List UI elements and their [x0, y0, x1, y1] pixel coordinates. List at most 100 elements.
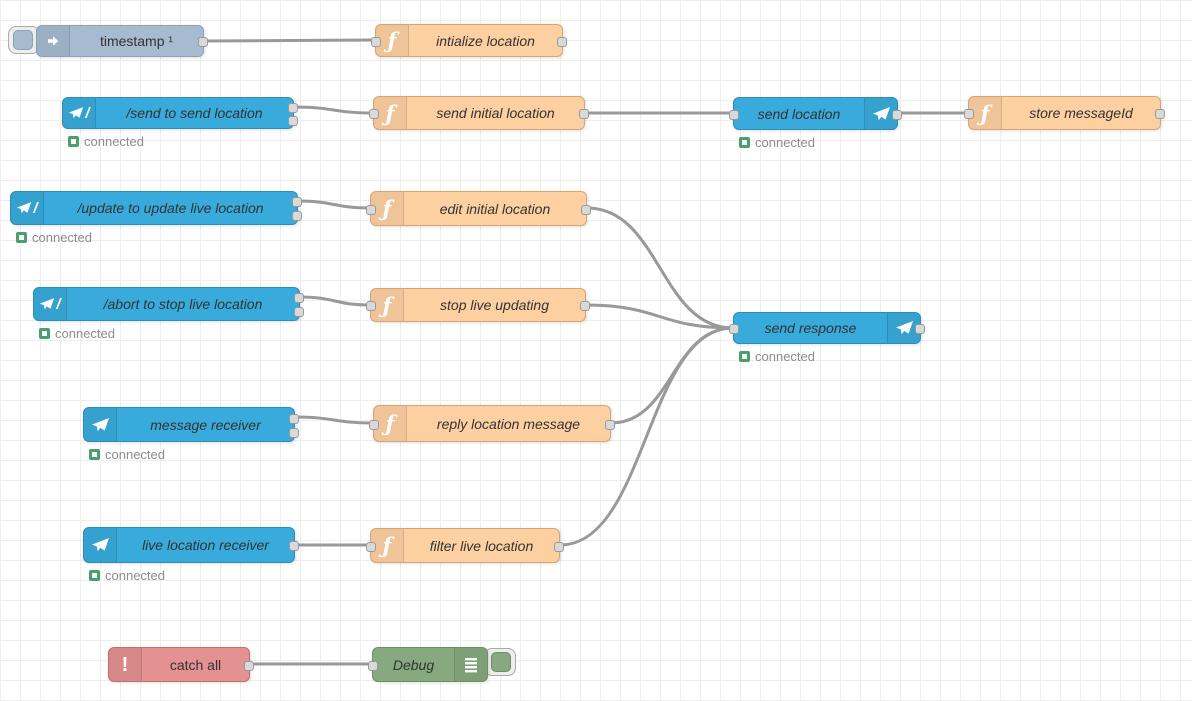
function-icon: ƒ — [382, 196, 392, 221]
node-fn-send-initial-location[interactable]: ƒ send initial location — [369, 96, 589, 130]
output-port-1[interactable] — [605, 419, 615, 430]
output-port-1[interactable] — [1155, 109, 1165, 119]
node-icon-section — [887, 313, 920, 343]
output-port-1[interactable] — [288, 102, 298, 113]
output-port-1[interactable] — [580, 301, 590, 311]
output-port-2[interactable] — [294, 307, 304, 318]
function-icon: ƒ — [382, 292, 392, 318]
node-status: connected — [739, 349, 815, 364]
node-tg-send-response[interactable]: send response — [729, 312, 925, 344]
node-label: intialize location — [436, 32, 535, 49]
button-inner-square[interactable] — [491, 652, 511, 672]
output-port-1[interactable] — [289, 413, 299, 424]
command-slash-icon: / — [85, 104, 90, 122]
input-port[interactable] — [369, 109, 379, 119]
output-port-1[interactable] — [579, 109, 589, 119]
status-text: connected — [32, 230, 92, 245]
wire[interactable] — [298, 295, 372, 307]
node-icon-section: / — [11, 192, 44, 224]
node-label: /update to update live location — [77, 200, 264, 216]
wire[interactable] — [202, 38, 377, 43]
output-port-1[interactable] — [294, 293, 304, 304]
node-fn-initialize-location[interactable]: ƒ intialize location — [371, 24, 567, 57]
node-fn-stop-live-updating[interactable]: ƒ stop live updating — [366, 288, 590, 322]
node-status: connected — [89, 447, 165, 462]
wire[interactable] — [293, 415, 375, 425]
output-port-1[interactable] — [554, 541, 564, 552]
node-label: store messageId — [1029, 105, 1133, 121]
node-tg-live-location-receiver[interactable]: live location receiver — [83, 527, 299, 563]
node-label: /send to send location — [126, 105, 263, 121]
input-port[interactable] — [729, 109, 739, 120]
node-icon-section — [864, 98, 897, 129]
input-port[interactable] — [369, 419, 379, 430]
node-status: connected — [89, 568, 165, 583]
output-port-1[interactable] — [892, 109, 902, 120]
node-inject-timestamp[interactable]: timestamp ¹ — [36, 25, 208, 57]
node-icon-section: ƒ — [374, 97, 407, 129]
node-icon-section — [454, 648, 487, 681]
debug-toggle-button[interactable] — [484, 648, 516, 676]
output-port-1[interactable] — [244, 660, 254, 671]
status-text: connected — [105, 447, 165, 462]
node-label: send initial location — [436, 105, 555, 121]
output-port-1[interactable] — [198, 37, 208, 47]
inject-arrow-icon — [48, 36, 59, 46]
input-port[interactable] — [366, 301, 376, 311]
telegram-plane-icon — [17, 202, 32, 214]
node-status: connected — [68, 134, 144, 149]
node-icon-section: / — [34, 288, 67, 320]
wire[interactable] — [558, 326, 735, 547]
output-port-1[interactable] — [292, 197, 302, 208]
node-tg-message-receiver[interactable]: message receiver — [83, 407, 299, 442]
node-icon-section: ƒ — [376, 25, 409, 56]
status-connected-icon — [39, 328, 50, 339]
status-text: connected — [755, 135, 815, 150]
output-port-1[interactable] — [581, 204, 591, 215]
node-label: timestamp ¹ — [99, 33, 174, 49]
telegram-plane-icon — [872, 106, 890, 120]
node-icon-section: ƒ — [371, 289, 404, 321]
input-port[interactable] — [368, 660, 378, 671]
wire[interactable] — [584, 303, 735, 330]
output-port-2[interactable] — [289, 428, 299, 439]
telegram-plane-icon — [69, 107, 84, 119]
node-tg-send-location[interactable]: send location — [729, 97, 902, 130]
status-text: connected — [84, 134, 144, 149]
node-label: live location receiver — [142, 537, 269, 553]
input-port[interactable] — [371, 36, 381, 47]
status-connected-icon — [739, 351, 750, 362]
node-debug[interactable]: Debug — [368, 647, 488, 682]
output-port-2[interactable] — [288, 116, 298, 127]
wire[interactable] — [292, 105, 375, 115]
node-icon-section — [37, 26, 70, 56]
output-port-1[interactable] — [289, 541, 299, 551]
status-connected-icon — [739, 137, 750, 148]
node-tg-abort-command[interactable]: / /abort to stop live location — [33, 287, 304, 321]
node-label: Debug — [392, 656, 435, 673]
node-tg-send-command[interactable]: / /send to send location — [62, 97, 298, 129]
input-port[interactable] — [366, 541, 376, 552]
command-slash-icon: / — [56, 295, 61, 313]
output-port-1[interactable] — [557, 36, 567, 47]
input-port[interactable] — [366, 204, 376, 215]
input-port[interactable] — [964, 109, 974, 119]
node-catch-all[interactable]: !catch all — [108, 647, 254, 682]
output-port-2[interactable] — [292, 211, 302, 222]
output-port-1[interactable] — [915, 324, 925, 334]
node-label: /abort to stop live location — [103, 296, 263, 312]
input-port[interactable] — [729, 324, 739, 334]
telegram-plane-icon — [91, 417, 109, 431]
button-inner-square[interactable] — [13, 30, 33, 50]
node-label: reply location message — [436, 415, 581, 432]
wire[interactable] — [585, 206, 735, 330]
function-icon: ƒ — [382, 533, 392, 558]
node-label: stop live updating — [440, 297, 549, 313]
wire[interactable] — [296, 199, 372, 210]
node-tg-update-command[interactable]: / /update to update live location — [10, 191, 302, 225]
